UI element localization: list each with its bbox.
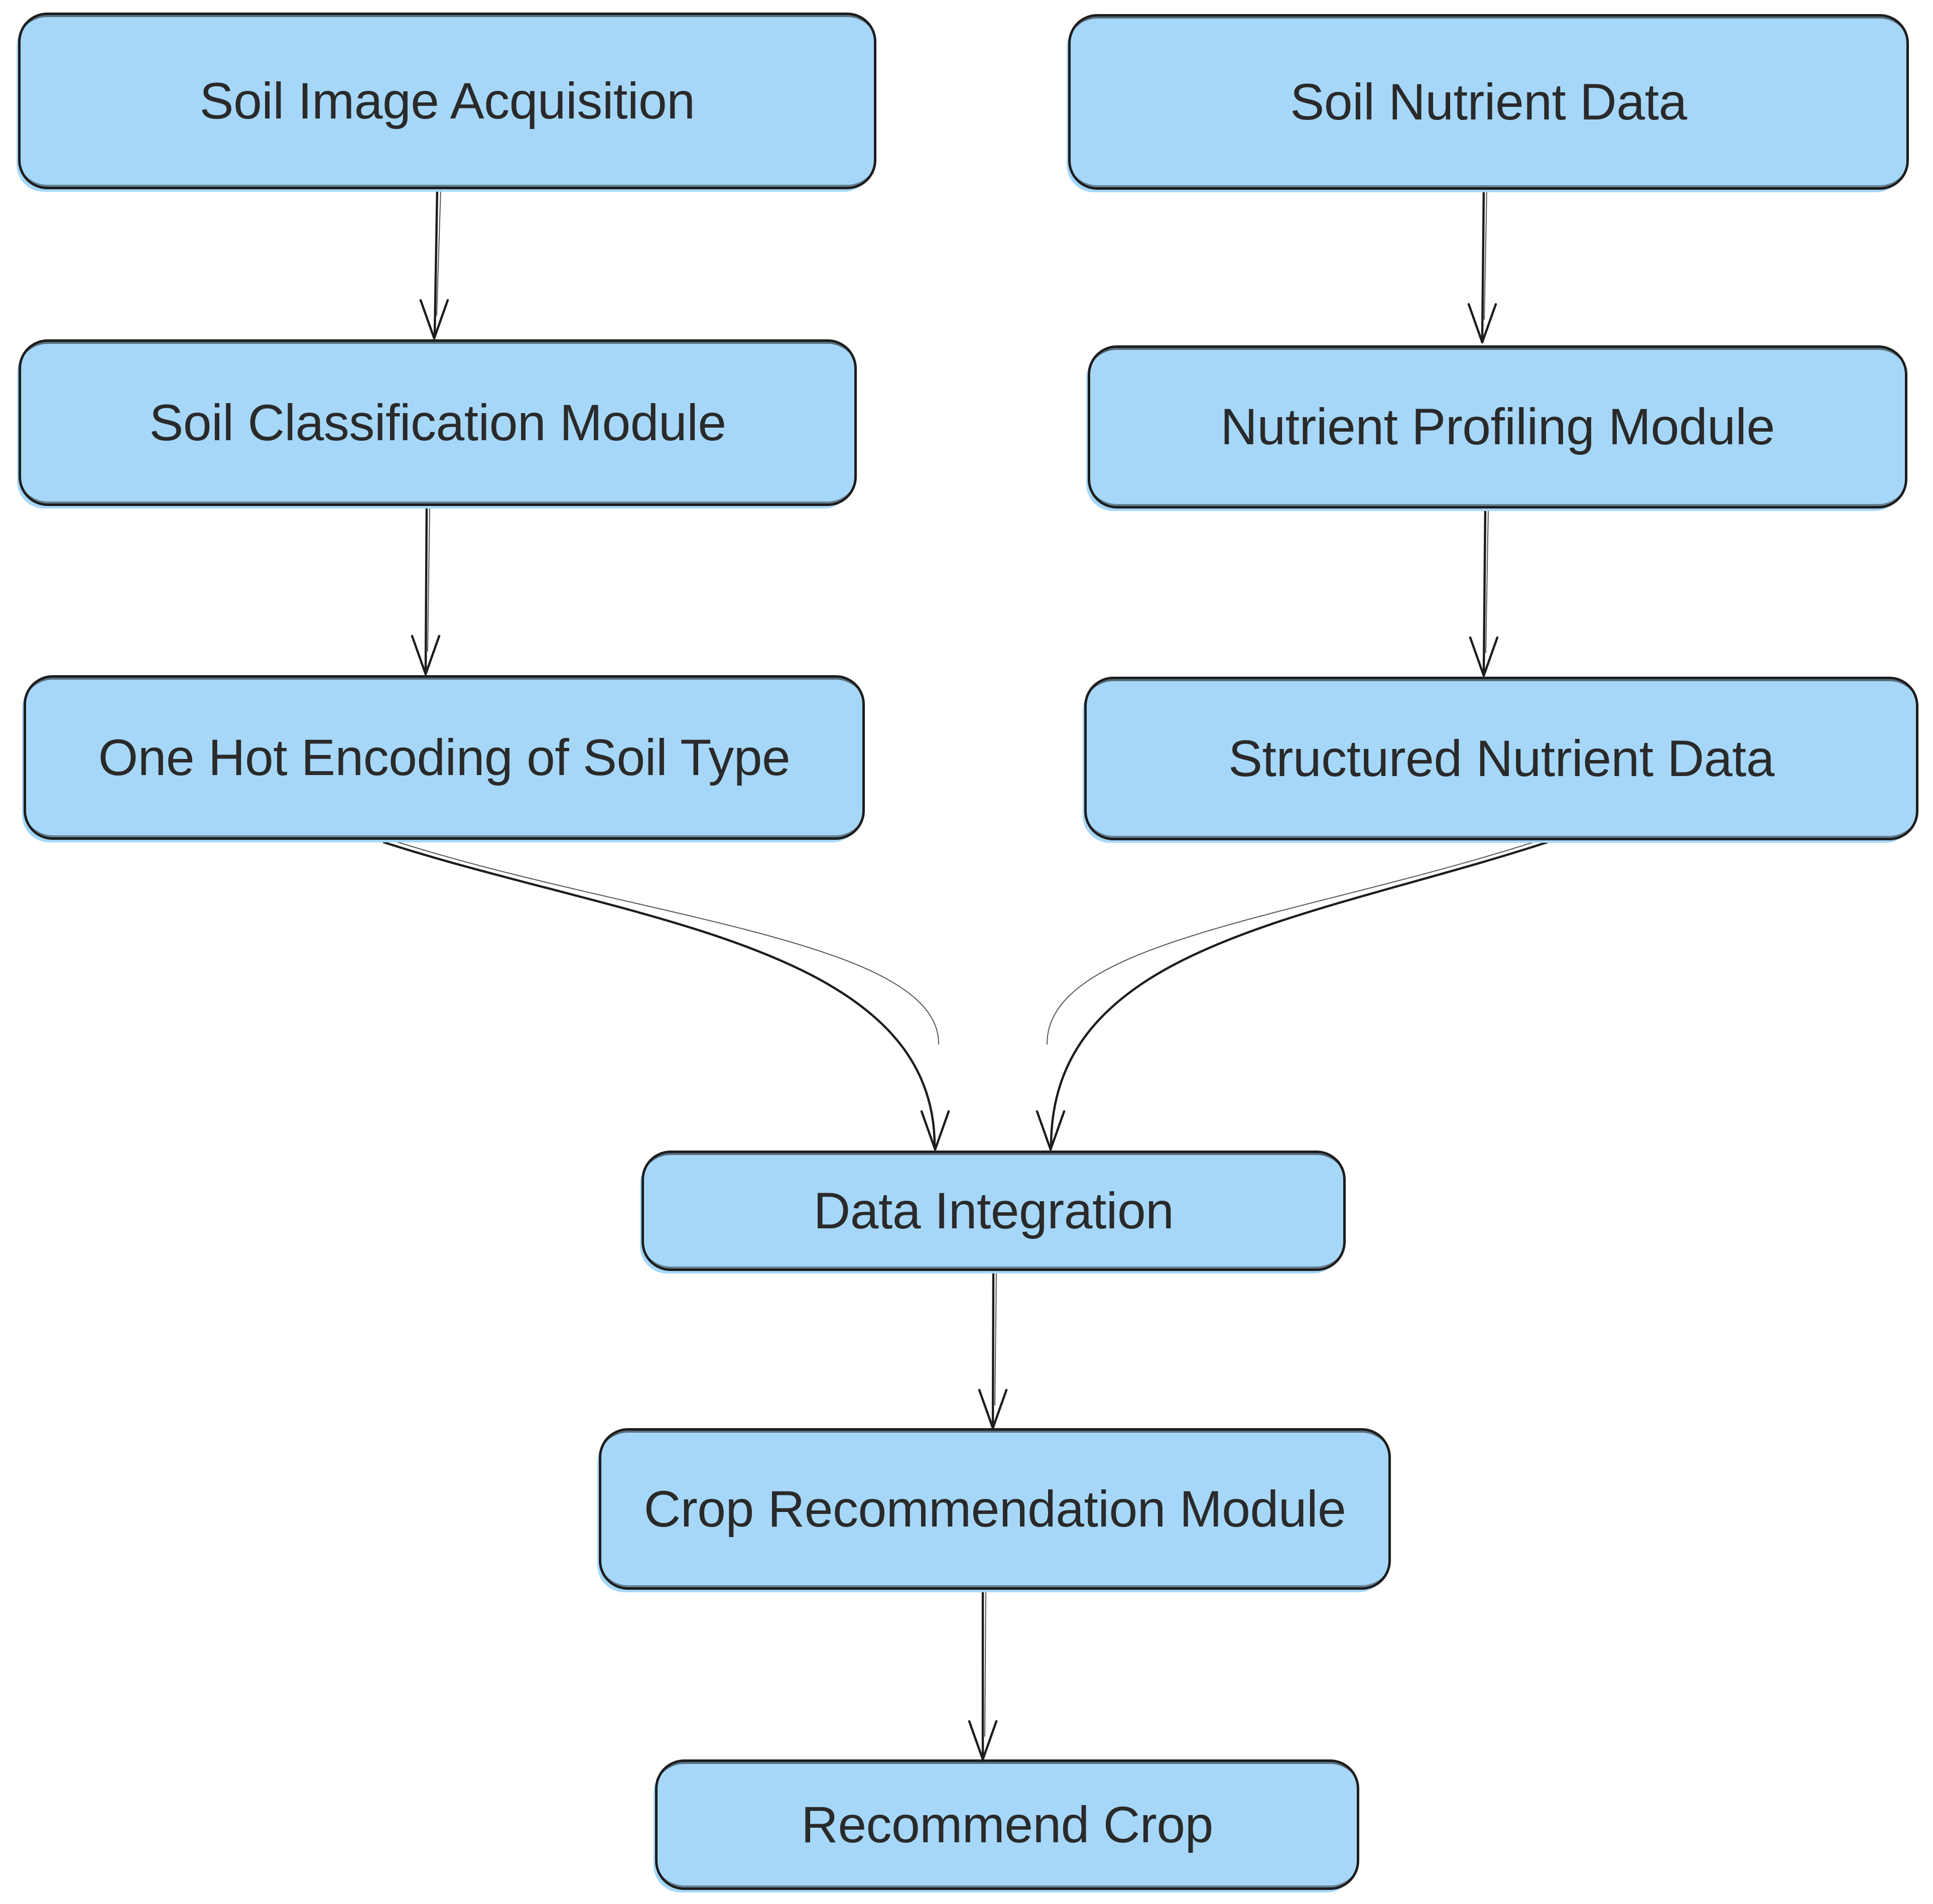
node-soil-nutrient-data: Soil Nutrient Data	[1068, 14, 1909, 190]
node-label: Soil Image Acquisition	[199, 72, 695, 130]
node-crop-recommendation-module: Crop Recommendation Module	[599, 1428, 1391, 1590]
node-nutrient-profiling-module: Nutrient Profiling Module	[1088, 345, 1907, 509]
node-label: One Hot Encoding of Soil Type	[98, 728, 791, 786]
edge-classification-to-one-hot	[411, 505, 441, 676]
edge-image-acquisition-to-classification	[419, 188, 449, 340]
node-label: Nutrient Profiling Module	[1220, 398, 1775, 456]
node-soil-classification-module: Soil Classification Module	[19, 339, 857, 506]
node-data-integration: Data Integration	[641, 1151, 1346, 1271]
node-soil-image-acquisition: Soil Image Acquisition	[18, 13, 876, 189]
node-label: Soil Classification Module	[149, 394, 726, 451]
node-label: Data Integration	[813, 1182, 1174, 1239]
edge-recommendation-to-crop	[968, 1588, 998, 1761]
edge-structured-to-integration	[1036, 838, 1549, 1151]
edge-nutrient-data-to-profiling	[1467, 188, 1497, 344]
node-label: Crop Recommendation Module	[643, 1480, 1346, 1538]
edge-profiling-to-structured	[1469, 509, 1499, 677]
node-label: Soil Nutrient Data	[1290, 73, 1687, 131]
node-structured-nutrient-data: Structured Nutrient Data	[1084, 677, 1918, 840]
edge-integration-to-recommendation	[978, 1271, 1008, 1430]
node-recommend-crop: Recommend Crop	[655, 1759, 1359, 1890]
edge-one-hot-to-integration	[382, 838, 950, 1151]
node-label: Structured Nutrient Data	[1228, 729, 1774, 787]
node-label: Recommend Crop	[801, 1796, 1213, 1853]
node-one-hot-encoding-of-soil-type: One Hot Encoding of Soil Type	[24, 675, 865, 840]
